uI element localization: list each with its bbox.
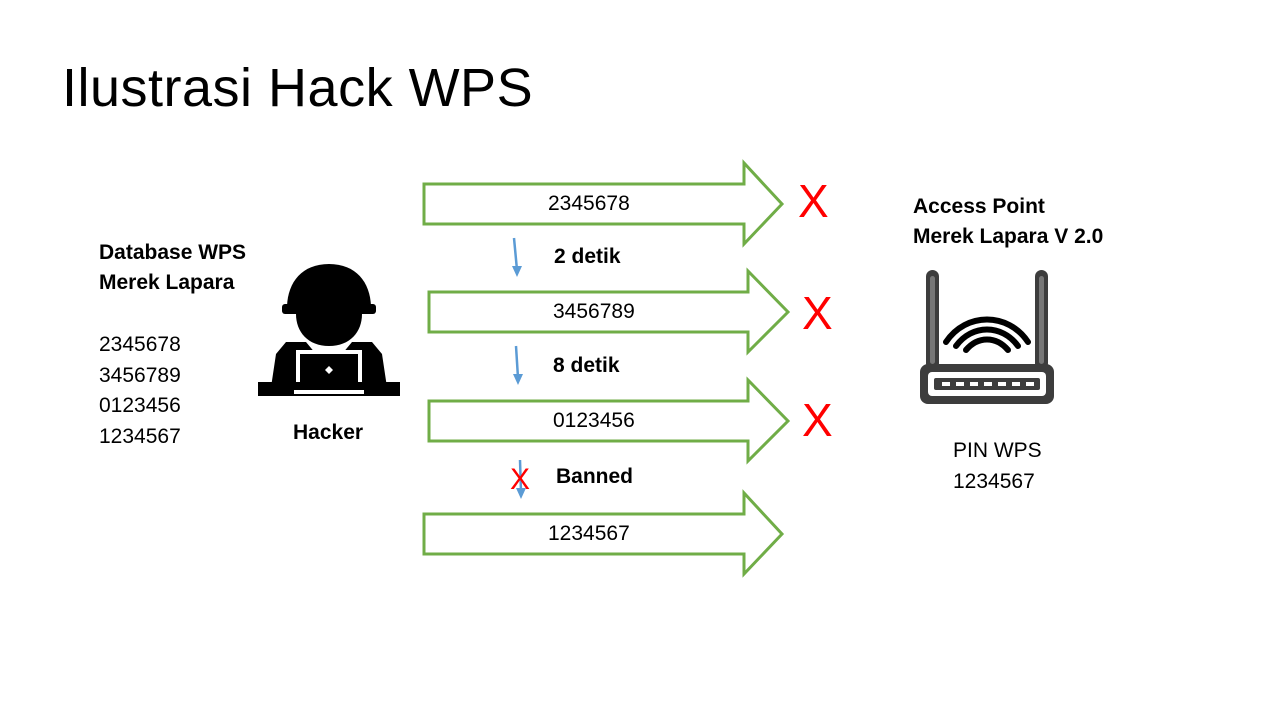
fail-mark: X bbox=[798, 175, 829, 227]
attempt-pin-2: 3456789 bbox=[553, 300, 635, 323]
banned-mark: X bbox=[510, 463, 531, 496]
database-title-line2: Merek Lapara bbox=[99, 271, 235, 294]
access-point-pin-label: PIN WPS bbox=[953, 439, 1042, 462]
attempt-arrow-1 bbox=[422, 159, 785, 248]
step-arrow-1 bbox=[512, 237, 522, 277]
step-label-2: 8 detik bbox=[553, 354, 620, 377]
database-title: Database WPS Merek Lapara bbox=[99, 238, 246, 298]
attempt-arrow-4 bbox=[422, 489, 785, 578]
access-point-pin-value: 1234567 bbox=[953, 469, 1035, 493]
attempt-pin-1: 2345678 bbox=[548, 192, 630, 215]
hacker-label: Hacker bbox=[293, 421, 364, 444]
access-point-pin: PIN WPS 1234567 bbox=[953, 436, 1042, 497]
database-pin: 0123456 bbox=[99, 394, 181, 417]
attempt-pin-3: 0123456 bbox=[553, 409, 635, 432]
database-pin: 1234567 bbox=[99, 424, 181, 448]
step-label-1: 2 detik bbox=[554, 245, 621, 268]
access-point-title: Access Point Merek Lapara V 2.0 bbox=[913, 192, 1103, 252]
hacker-icon bbox=[258, 262, 400, 402]
database-title-line1: Database WPS bbox=[99, 241, 247, 264]
step-arrow-3 bbox=[516, 459, 526, 499]
access-point-title-line2: Merek Lapara V 2.0 bbox=[913, 225, 1104, 248]
database-pin: 2345678 bbox=[99, 333, 181, 356]
fail-mark: X bbox=[802, 287, 833, 339]
database-pin: 3456789 bbox=[99, 363, 181, 387]
step-label-3: Banned bbox=[556, 465, 634, 488]
fail-mark: X bbox=[802, 394, 833, 446]
page-title: Ilustrasi Hack WPS bbox=[62, 58, 534, 118]
attempt-arrow-3 bbox=[427, 376, 791, 465]
attempt-pin-4: 1234567 bbox=[548, 522, 630, 545]
attempt-arrow-2 bbox=[427, 267, 791, 356]
database-pin-list: 2345678 3456789 0123456 1234567 bbox=[99, 330, 181, 452]
step-arrow-2 bbox=[513, 345, 523, 385]
router-icon bbox=[918, 268, 1056, 408]
access-point-title-line1: Access Point bbox=[913, 195, 1045, 218]
